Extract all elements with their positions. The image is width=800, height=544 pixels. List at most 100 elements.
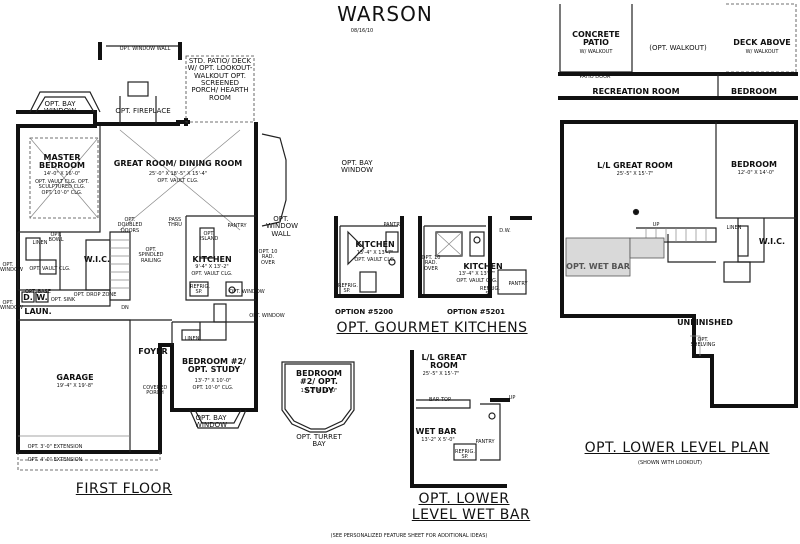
great-room-label: GREAT ROOM/ DINING ROOM xyxy=(113,159,243,168)
opt-sink-label: OPT. SINK xyxy=(50,297,76,303)
gourmet-kitchen-1-pantry: PANTRY xyxy=(383,222,403,228)
opt-base-label: OPT. BASE xyxy=(25,289,51,295)
master-bedroom-ceiling: OPT. VAULT CLG. OPT. SCULPTURED CLG. OPT… xyxy=(35,179,89,196)
wet-bar-heading-line-1: OPT. LOWER xyxy=(418,491,510,507)
pass-thru-label: PASS THRU xyxy=(168,217,182,229)
master-bedroom-label: MASTER BEDROOM xyxy=(39,153,85,171)
opt-window-c-label: OPT. WINDOW xyxy=(229,289,265,295)
footer-note: (SEE PERSONALIZED FEATURE SHEET FOR ADDI… xyxy=(330,533,488,539)
opt-shelving-label: OPT. SHELVING xyxy=(690,337,716,349)
plan-title: WARSON xyxy=(337,2,433,26)
gourmet-kitchen-1-dims: 13'-4" X 13'-7" xyxy=(356,250,394,256)
wet-bar-up: UP xyxy=(508,395,516,401)
gourmet-option-5200: OPTION #5200 xyxy=(334,308,394,316)
refrig-sp-label: REFRIG. SP. xyxy=(190,284,210,296)
recreation-room-label: RECREATION ROOM xyxy=(592,87,680,96)
ll-great-room-label: L/L GREAT ROOM xyxy=(597,161,673,170)
turret-room-label: BEDROOM #2/ OPT. STUDY xyxy=(296,369,342,395)
bedroom-2-ceiling: OPT. 10'-0" CLG. xyxy=(192,385,234,391)
gourmet-kitchen-1-refrig: REFRIG. SP. xyxy=(338,283,358,295)
garage-dims: 19'-4" X 19'-8" xyxy=(56,383,94,389)
wet-bar-pantry: PANTRY xyxy=(475,439,495,445)
turret-room-dims: 13'-7" X 14'-0" xyxy=(300,388,338,394)
window-wall-top-label: OPT. WINDOW WALL xyxy=(119,46,171,52)
gourmet-kitchen-2-ceiling: OPT. VAULT CLG. xyxy=(456,278,498,284)
gourmet-kitchen-2-pantry: PANTRY xyxy=(508,281,528,287)
turret-bay-label: OPT. TURRET BAY xyxy=(296,433,342,449)
pantry-label: PANTRY xyxy=(227,223,247,229)
patio-deck-label: STD. PATIO/ DECK W/ OPT. LOOKOUT-WALKOUT… xyxy=(187,57,253,102)
opt-island-label: OPT. ISLAND xyxy=(199,231,219,243)
bar-top-label: BAR TOP xyxy=(429,397,451,403)
kitchen-ceiling: OPT. VAULT CLG. xyxy=(191,271,233,277)
linen-2-label: LINEN xyxy=(184,336,200,342)
wet-bar-dims: 13'-2" X 5'-0" xyxy=(421,437,455,443)
first-floor-plan xyxy=(16,42,287,471)
concrete-patio-sub: W/ WALKOUT xyxy=(579,49,613,55)
unfinished-label: UNFINISHED xyxy=(677,318,733,327)
bay-window-bottom-label: OPT. BAY WINDOW xyxy=(194,414,228,430)
gourmet-kitchen-2-dims: 13'-4" X 13'-7" xyxy=(458,271,496,277)
gourmet-kitchen-1-ceiling: OPT. VAULT CLG. xyxy=(354,257,396,263)
great-room-dims: 25'-0" X 18'-5" X 15'-4" xyxy=(148,171,208,177)
turret-bay-plan xyxy=(281,361,355,433)
kitchen-label: KITCHEN xyxy=(192,255,232,264)
linen-label: LINEN xyxy=(32,240,48,246)
ll-great-room-dims: 25'-5" X 15'-7" xyxy=(616,171,654,177)
stair-down-label: DN xyxy=(121,305,129,311)
lower-level-subheading: (SHOWN WITH LOOKOUT) xyxy=(638,460,702,466)
ll-linen-label: LINEN xyxy=(726,225,742,231)
patio-door-label: PATIO DOOR xyxy=(579,74,611,80)
first-floor-heading: FIRST FLOOR xyxy=(75,481,173,497)
vault-clg-label: OPT. VAULT CLG. xyxy=(29,266,71,272)
deck-above-sub: W/ WALKOUT xyxy=(745,49,779,55)
bedroom-top-label: BEDROOM xyxy=(731,87,777,96)
wet-bar-great-room-label: L/L GREAT ROOM xyxy=(421,353,467,371)
master-bedroom-dims: 14'-0" X 16'-0" xyxy=(43,171,81,177)
foyer-label: FOYER xyxy=(138,347,168,356)
bedroom-2-label: BEDROOM #2/ OPT. STUDY xyxy=(182,357,246,375)
laundry-label: LAUN. xyxy=(24,307,52,316)
double-doors-label: OPT. DOUBLED DOORS xyxy=(117,217,143,234)
gourmet-kitchen-1-label: KITCHEN xyxy=(355,240,395,249)
wic-label: W.I.C. xyxy=(83,255,111,264)
gourmet-kitchen-2-dw: D.W. xyxy=(499,228,511,234)
spindled-railing-label: OPT. SPINDLED RAILING xyxy=(138,247,164,264)
covered-porch-label: COVERED PORCH xyxy=(142,385,168,397)
ll-up-label: UP xyxy=(652,222,660,228)
wet-bar-label: WET BAR xyxy=(415,427,457,436)
wet-bar-great-room-dims: 25'-5" X 15'-7" xyxy=(422,371,460,377)
bay-window-left-label: OPT. BAY WINDOW xyxy=(43,100,77,116)
drop-zone-label: OPT. DROP ZONE xyxy=(73,292,117,298)
opt-window-b-label: OPT. WINDOW xyxy=(0,300,23,312)
window-wall-right-label: OPT. WINDOW WALL xyxy=(266,215,299,238)
plan-date: 08/16/10 xyxy=(350,28,374,34)
concrete-patio-label: CONCRETE PATIO xyxy=(572,30,620,48)
ll-bedroom-dims: 12'-0" X 14'-0" xyxy=(737,170,775,176)
fireplace-label: OPT. FIREPLACE xyxy=(115,107,171,115)
kitchen-dims: 9'-4" X 13'-2" xyxy=(195,264,229,270)
gourmet-kitchen-2-refrig: REFRIG. SP. xyxy=(480,286,500,298)
gourmet-option-5201: OPTION #5201 xyxy=(446,308,506,316)
opt-window-a-label: OPT. WINDOW xyxy=(0,262,23,274)
gourmet-kitchens-plan xyxy=(334,216,532,298)
lower-level-heading: OPT. LOWER LEVEL PLAN xyxy=(584,440,770,456)
extension-3-label: OPT. 3'-0" EXTENSION xyxy=(27,444,83,450)
ll-bedroom-label: BEDROOM xyxy=(731,160,777,169)
ll-wic-label: W.I.C. xyxy=(758,237,786,246)
bay-window-mid-label: OPT. BAY WINDOW xyxy=(340,159,374,175)
dryer-label: D. xyxy=(23,293,33,302)
opt-window-d-label: OPT. WINDOW xyxy=(249,313,285,319)
wet-bar-refrig: REFRIG. SP. xyxy=(455,449,475,461)
rad-over-label: OPT. 10 RAD. OVER xyxy=(258,249,278,266)
opt-bowl-label: OPT. BOWL xyxy=(48,232,64,244)
gourmet-kitchen-2-rad-over: OPT. 10 RAD. OVER xyxy=(421,255,441,272)
extension-4-label: OPT. 4'-0" EXTENSION xyxy=(27,457,83,463)
wet-bar-heading-line-2: LEVEL WET BAR xyxy=(411,507,531,523)
washer-label: W. xyxy=(36,293,48,302)
gourmet-kitchen-2-label: KITCHEN xyxy=(463,262,503,271)
garage-label: GARAGE xyxy=(56,373,94,382)
lower-level-plan xyxy=(558,3,798,408)
deck-above-label: DECK ABOVE xyxy=(733,38,791,47)
